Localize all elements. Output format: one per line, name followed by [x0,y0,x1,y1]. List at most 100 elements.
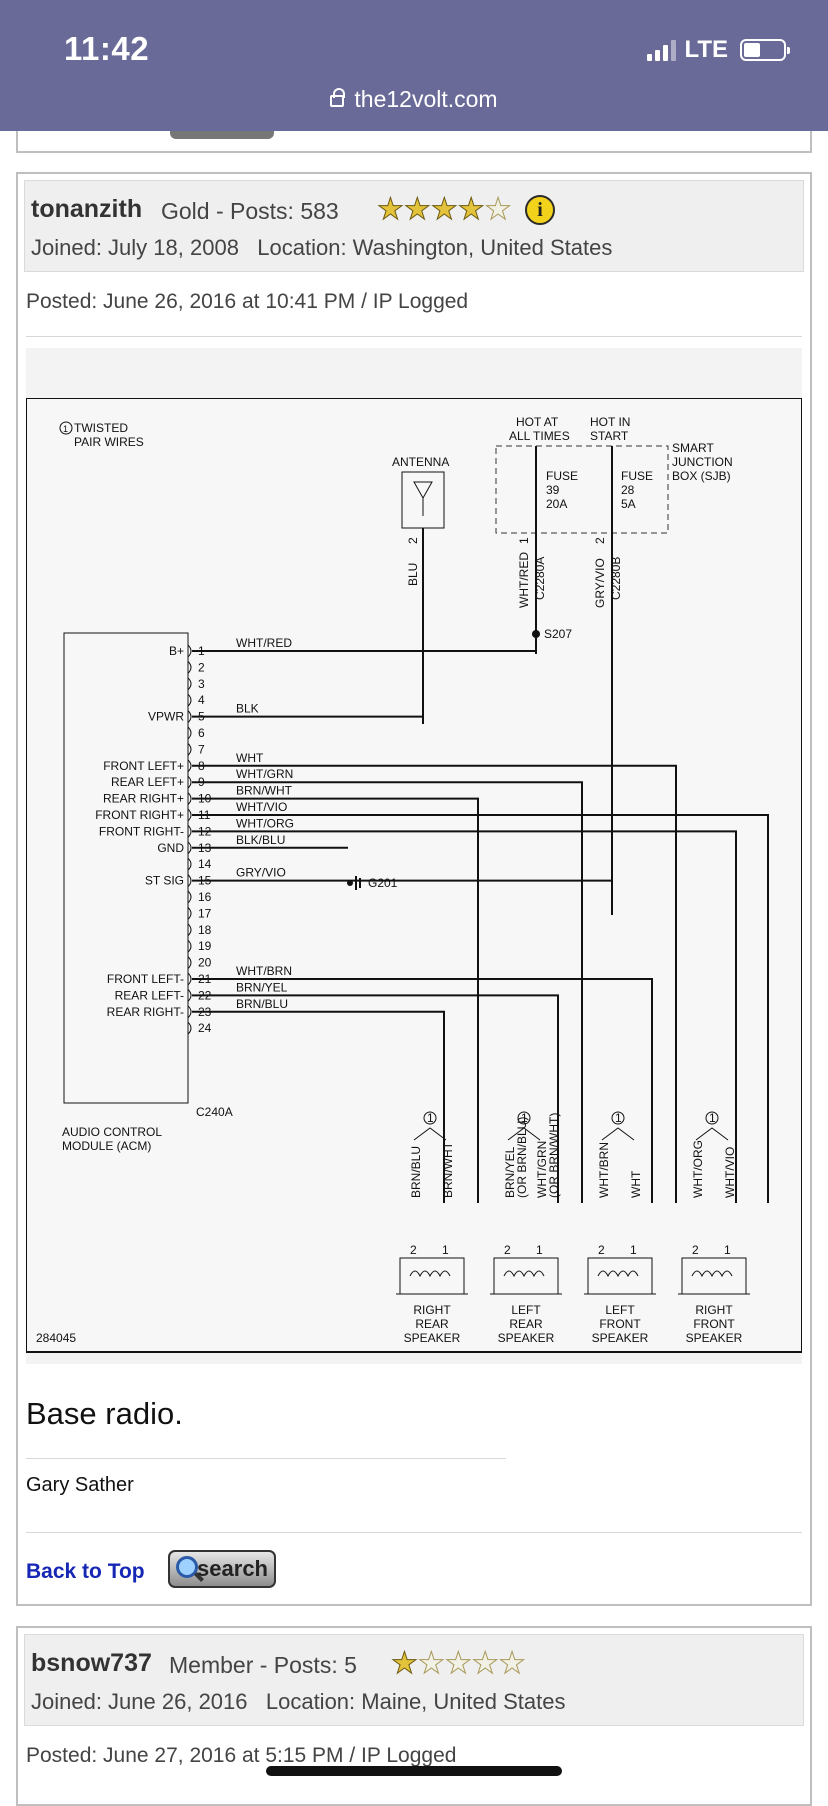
forum-post: bsnow737 Member - Posts: 5 ★ ★ ★ ★ ★ Joi… [16,1626,812,1806]
star-icon: ★ [457,193,485,226]
note-text: TWISTED [74,421,128,435]
rating-stars: ★ ★ ★ ★ ★ [391,1647,527,1680]
user-rank: Member - Posts: 5 [169,1652,357,1678]
speaker-label: LEFT [605,1303,635,1317]
hot-label: ALL TIMES [509,429,570,443]
pin-label: GND [157,841,184,855]
sjb-label: BOX (SJB) [672,469,731,483]
marker-number: 1 [63,424,68,434]
star-empty-icon: ★ [417,1647,445,1680]
battery-icon [740,39,790,61]
signature-divider [26,1458,506,1459]
pin-number: 2 [598,1243,605,1257]
joined-date: Joined: July 18, 2008 [31,235,239,260]
previous-search-button[interactable] [170,131,274,139]
note-text: PAIR WIRES [74,435,144,449]
star-icon: ★ [403,193,431,226]
wire-label: WHT/BRN [236,964,292,978]
pin-label: FRONT RIGHT- [99,824,184,838]
pin-number: 1 [517,537,531,544]
wire-label: (OR BRN/WHT) [547,1113,561,1198]
hot-label: HOT IN [590,415,630,429]
address-bar[interactable]: the12volt.com [0,86,828,113]
star-icon: ★ [391,1647,419,1680]
magnifier-icon [176,1556,198,1578]
info-icon[interactable]: i [525,195,555,225]
pin-number: 1 [724,1243,731,1257]
pin-label: REAR LEFT+ [111,775,184,789]
pin-label: VPWR [148,710,184,724]
post-header: bsnow737 Member - Posts: 5 ★ ★ ★ ★ ★ Joi… [24,1634,804,1726]
status-indicators: LTE [647,36,790,64]
wire-label: WHT/BRN [597,1142,611,1198]
wire-label: BRN/WHT [236,784,293,798]
clock: 11:42 [64,30,150,67]
post-timestamp: Posted: June 26, 2016 at 10:41 PM / IP L… [26,290,469,313]
pin-label: B+ [169,644,184,658]
wire-label: GRY/VIO [236,866,286,880]
pin-number: 19 [198,939,212,953]
wiring-diagram-image: 1 TWISTED PAIR WIRES HOT AT ALL TIMES HO… [26,348,802,1364]
pin-number: 16 [198,890,212,904]
wire-label: WHT/GRN [236,767,293,781]
marker-number: 1 [521,1111,528,1125]
speaker-label: RIGHT [695,1303,733,1317]
wire-label: BRN/BLU [236,997,288,1011]
wire-list: WHT/REDBLKWHTWHT/GRNBRN/WHTWHT/VIOWHT/OR… [192,634,769,1203]
sjb-label: SMART [672,441,714,455]
fuse-amp: 5A [621,497,636,511]
username[interactable]: bsnow737 [31,1649,152,1677]
pin-label: FRONT LEFT+ [103,759,184,773]
signature: Gary Sather [26,1474,134,1496]
url-text: the12volt.com [354,86,498,112]
network-type: LTE [684,36,728,63]
pin-number: 17 [198,906,212,920]
pin-number: 14 [198,857,212,871]
pin-label: FRONT LEFT- [107,972,184,986]
pin-number: 1 [630,1243,637,1257]
divider [26,336,802,337]
hot-label: HOT AT [516,415,559,429]
star-empty-icon: ★ [484,193,512,226]
speaker-label: REAR [415,1317,449,1331]
speaker-label: RIGHT [413,1303,451,1317]
fuse-number: 39 [546,483,560,497]
wire-label: BRN/BLU [409,1146,423,1198]
speaker-label: SPEAKER [404,1331,461,1345]
speaker-label: SPEAKER [686,1331,743,1345]
wire-label: (OR BRN/BLU) [515,1117,529,1198]
search-button[interactable]: search [168,1550,276,1588]
star-empty-icon: ★ [471,1647,499,1680]
wire-label: GRY/VIO [593,558,607,608]
speaker-label: REAR [509,1317,543,1331]
pin-number: 6 [198,726,205,740]
wire-label: WHT/ORG [691,1140,705,1198]
pin-number: 2 [593,537,607,544]
post-header: tonanzith Gold - Posts: 583 ★ ★ ★ ★ ★ i … [24,180,804,272]
star-icon: ★ [377,193,405,226]
wire-label: BLK/BLU [236,833,285,847]
pin-number: 2 [198,660,205,674]
wire-label: BLK [236,702,259,716]
pin-number: 24 [198,1021,212,1035]
pin-label: FRONT RIGHT+ [95,808,184,822]
rating-stars: ★ ★ ★ ★ ★ [377,193,513,226]
pin-number: 2 [410,1243,417,1257]
home-indicator [266,1766,562,1776]
pin-label: REAR LEFT- [115,988,184,1002]
speaker-label: SPEAKER [592,1331,649,1345]
search-button-label: search [197,1556,268,1581]
username[interactable]: tonanzith [31,195,143,223]
divider [26,1532,802,1533]
star-empty-icon: ★ [444,1647,472,1680]
diagram-id: 284045 [36,1331,76,1345]
back-to-top-link[interactable]: Back to Top [26,1560,145,1583]
pin-label: REAR RIGHT- [107,1005,184,1019]
speaker-label: FRONT [599,1317,641,1331]
